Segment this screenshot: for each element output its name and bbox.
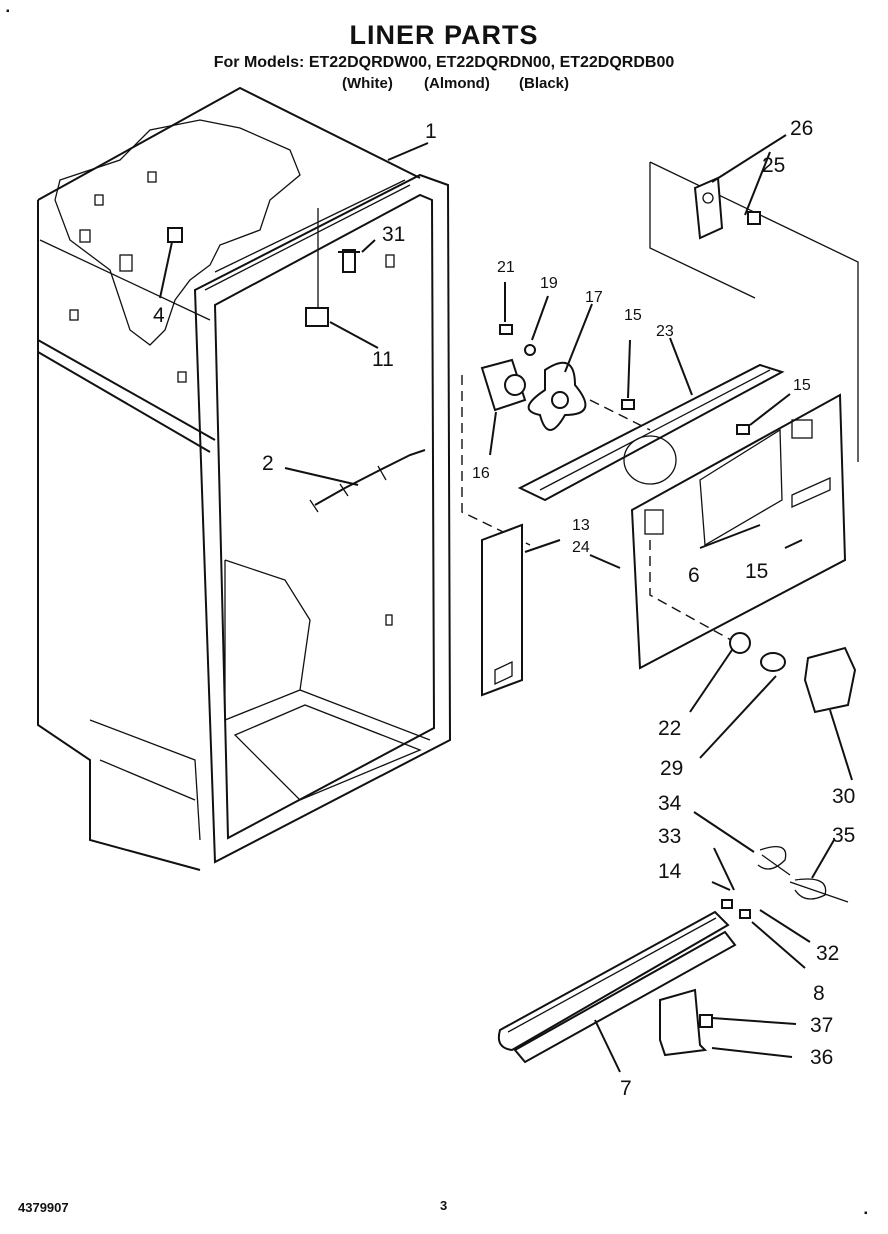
callout-24: 24 — [572, 539, 590, 556]
light-parts-drawing — [729, 632, 857, 714]
cabinet-liner-drawing — [37, 86, 452, 871]
callout-34: 34 — [658, 792, 682, 815]
color-almond: (Almond) — [424, 75, 490, 92]
callout-21: 21 — [497, 259, 515, 276]
callout-4: 4 — [153, 304, 165, 327]
callout-2: 2 — [262, 452, 274, 475]
callout-6: 6 — [688, 564, 700, 587]
callout-8: 8 — [813, 982, 825, 1005]
callout-22: 22 — [658, 717, 681, 740]
fan-assembly-drawing — [461, 324, 847, 697]
callout-13: 13 — [572, 517, 590, 534]
callout-25: 25 — [762, 154, 785, 177]
callout-33: 33 — [658, 825, 681, 848]
control-box-drawing — [649, 161, 859, 462]
heater-assembly-drawing — [497, 846, 849, 1064]
document-number: 4379907 — [18, 1200, 69, 1215]
callout-23: 23 — [656, 323, 674, 340]
callout-29: 29 — [660, 757, 683, 780]
callout-11: 11 — [372, 348, 394, 371]
callout-36: 36 — [810, 1046, 833, 1069]
callout-16: 16 — [472, 465, 490, 482]
color-white: (White) — [342, 75, 393, 92]
corner-mark: ▪ — [864, 1208, 868, 1219]
page-title: LINER PARTS — [349, 20, 539, 50]
callout-37: 37 — [810, 1014, 833, 1037]
color-black: (Black) — [519, 75, 570, 92]
callout-30: 30 — [832, 785, 855, 808]
leader-lines — [159, 134, 853, 1073]
callout-15-top: 15 — [624, 307, 642, 324]
callout-35: 35 — [832, 824, 855, 847]
callout-7: 7 — [620, 1077, 632, 1100]
callout-1: 1 — [425, 120, 437, 143]
callout-32: 32 — [816, 942, 839, 965]
callout-31: 31 — [382, 223, 405, 246]
callout-14: 14 — [658, 860, 682, 883]
page-number: 3 — [440, 1198, 448, 1213]
callout-17: 17 — [585, 289, 603, 306]
callout-26: 26 — [790, 117, 813, 140]
callout-19: 19 — [540, 275, 558, 292]
model-list: For Models: ET22DQRDW00, ET22DQRDN00, ET… — [213, 54, 675, 71]
callout-15-right: 15 — [793, 377, 811, 394]
corner-mark: ▪ — [6, 6, 10, 17]
callout-15-bottom: 15 — [745, 560, 768, 583]
